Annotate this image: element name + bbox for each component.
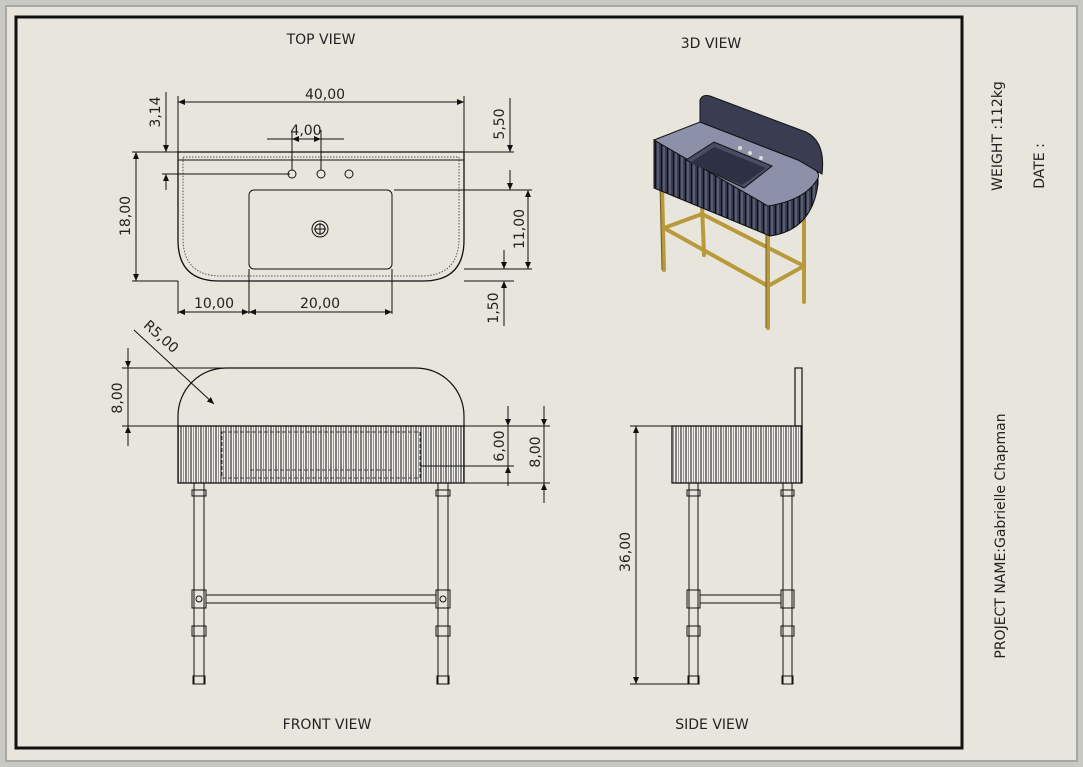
project-name: PROJECT NAME:Gabrielle Chapman [993, 413, 1009, 658]
dim-front-drawer: 6,00 [492, 430, 508, 461]
top-view [132, 92, 532, 326]
drain [311, 220, 329, 238]
paper [5, 5, 1078, 762]
dim-top-width: 40,00 [305, 87, 345, 103]
dim-side-height: 36,00 [618, 532, 634, 572]
front-splash [177, 367, 465, 426]
dim-top-front: 1,50 [486, 292, 502, 323]
front-view-label: FRONT VIEW [283, 717, 372, 733]
side-view-label: SIDE VIEW [675, 717, 749, 733]
side-apron [671, 425, 803, 484]
iso-view [652, 95, 824, 330]
inner-border [14, 15, 964, 750]
top-bowl [248, 189, 393, 270]
dim-top-depth: 18,00 [118, 196, 134, 236]
iso-view-label: 3D VIEW [681, 36, 742, 52]
dim-top-bowl-width: 20,00 [300, 296, 340, 312]
top-view-label: TOP VIEW [286, 32, 356, 48]
side-view [630, 367, 803, 685]
dim-front-splash: 8,00 [110, 382, 126, 413]
iso-backsplash [699, 95, 824, 175]
front-view [122, 329, 550, 685]
dim-front-apron: 8,00 [528, 436, 544, 467]
tap-hole-right [344, 169, 354, 179]
dim-top-holes: 4,00 [290, 123, 321, 139]
date-label: DATE : [1032, 143, 1048, 189]
weight-label: WEIGHT :112kg [990, 81, 1006, 191]
dim-top-offset: 3,14 [148, 96, 164, 127]
front-apron [177, 425, 465, 484]
dim-top-back: 5,50 [492, 108, 508, 139]
dim-top-left: 10,00 [194, 296, 234, 312]
dim-top-bowl-depth: 11,00 [512, 209, 528, 249]
top-outline [177, 151, 465, 282]
